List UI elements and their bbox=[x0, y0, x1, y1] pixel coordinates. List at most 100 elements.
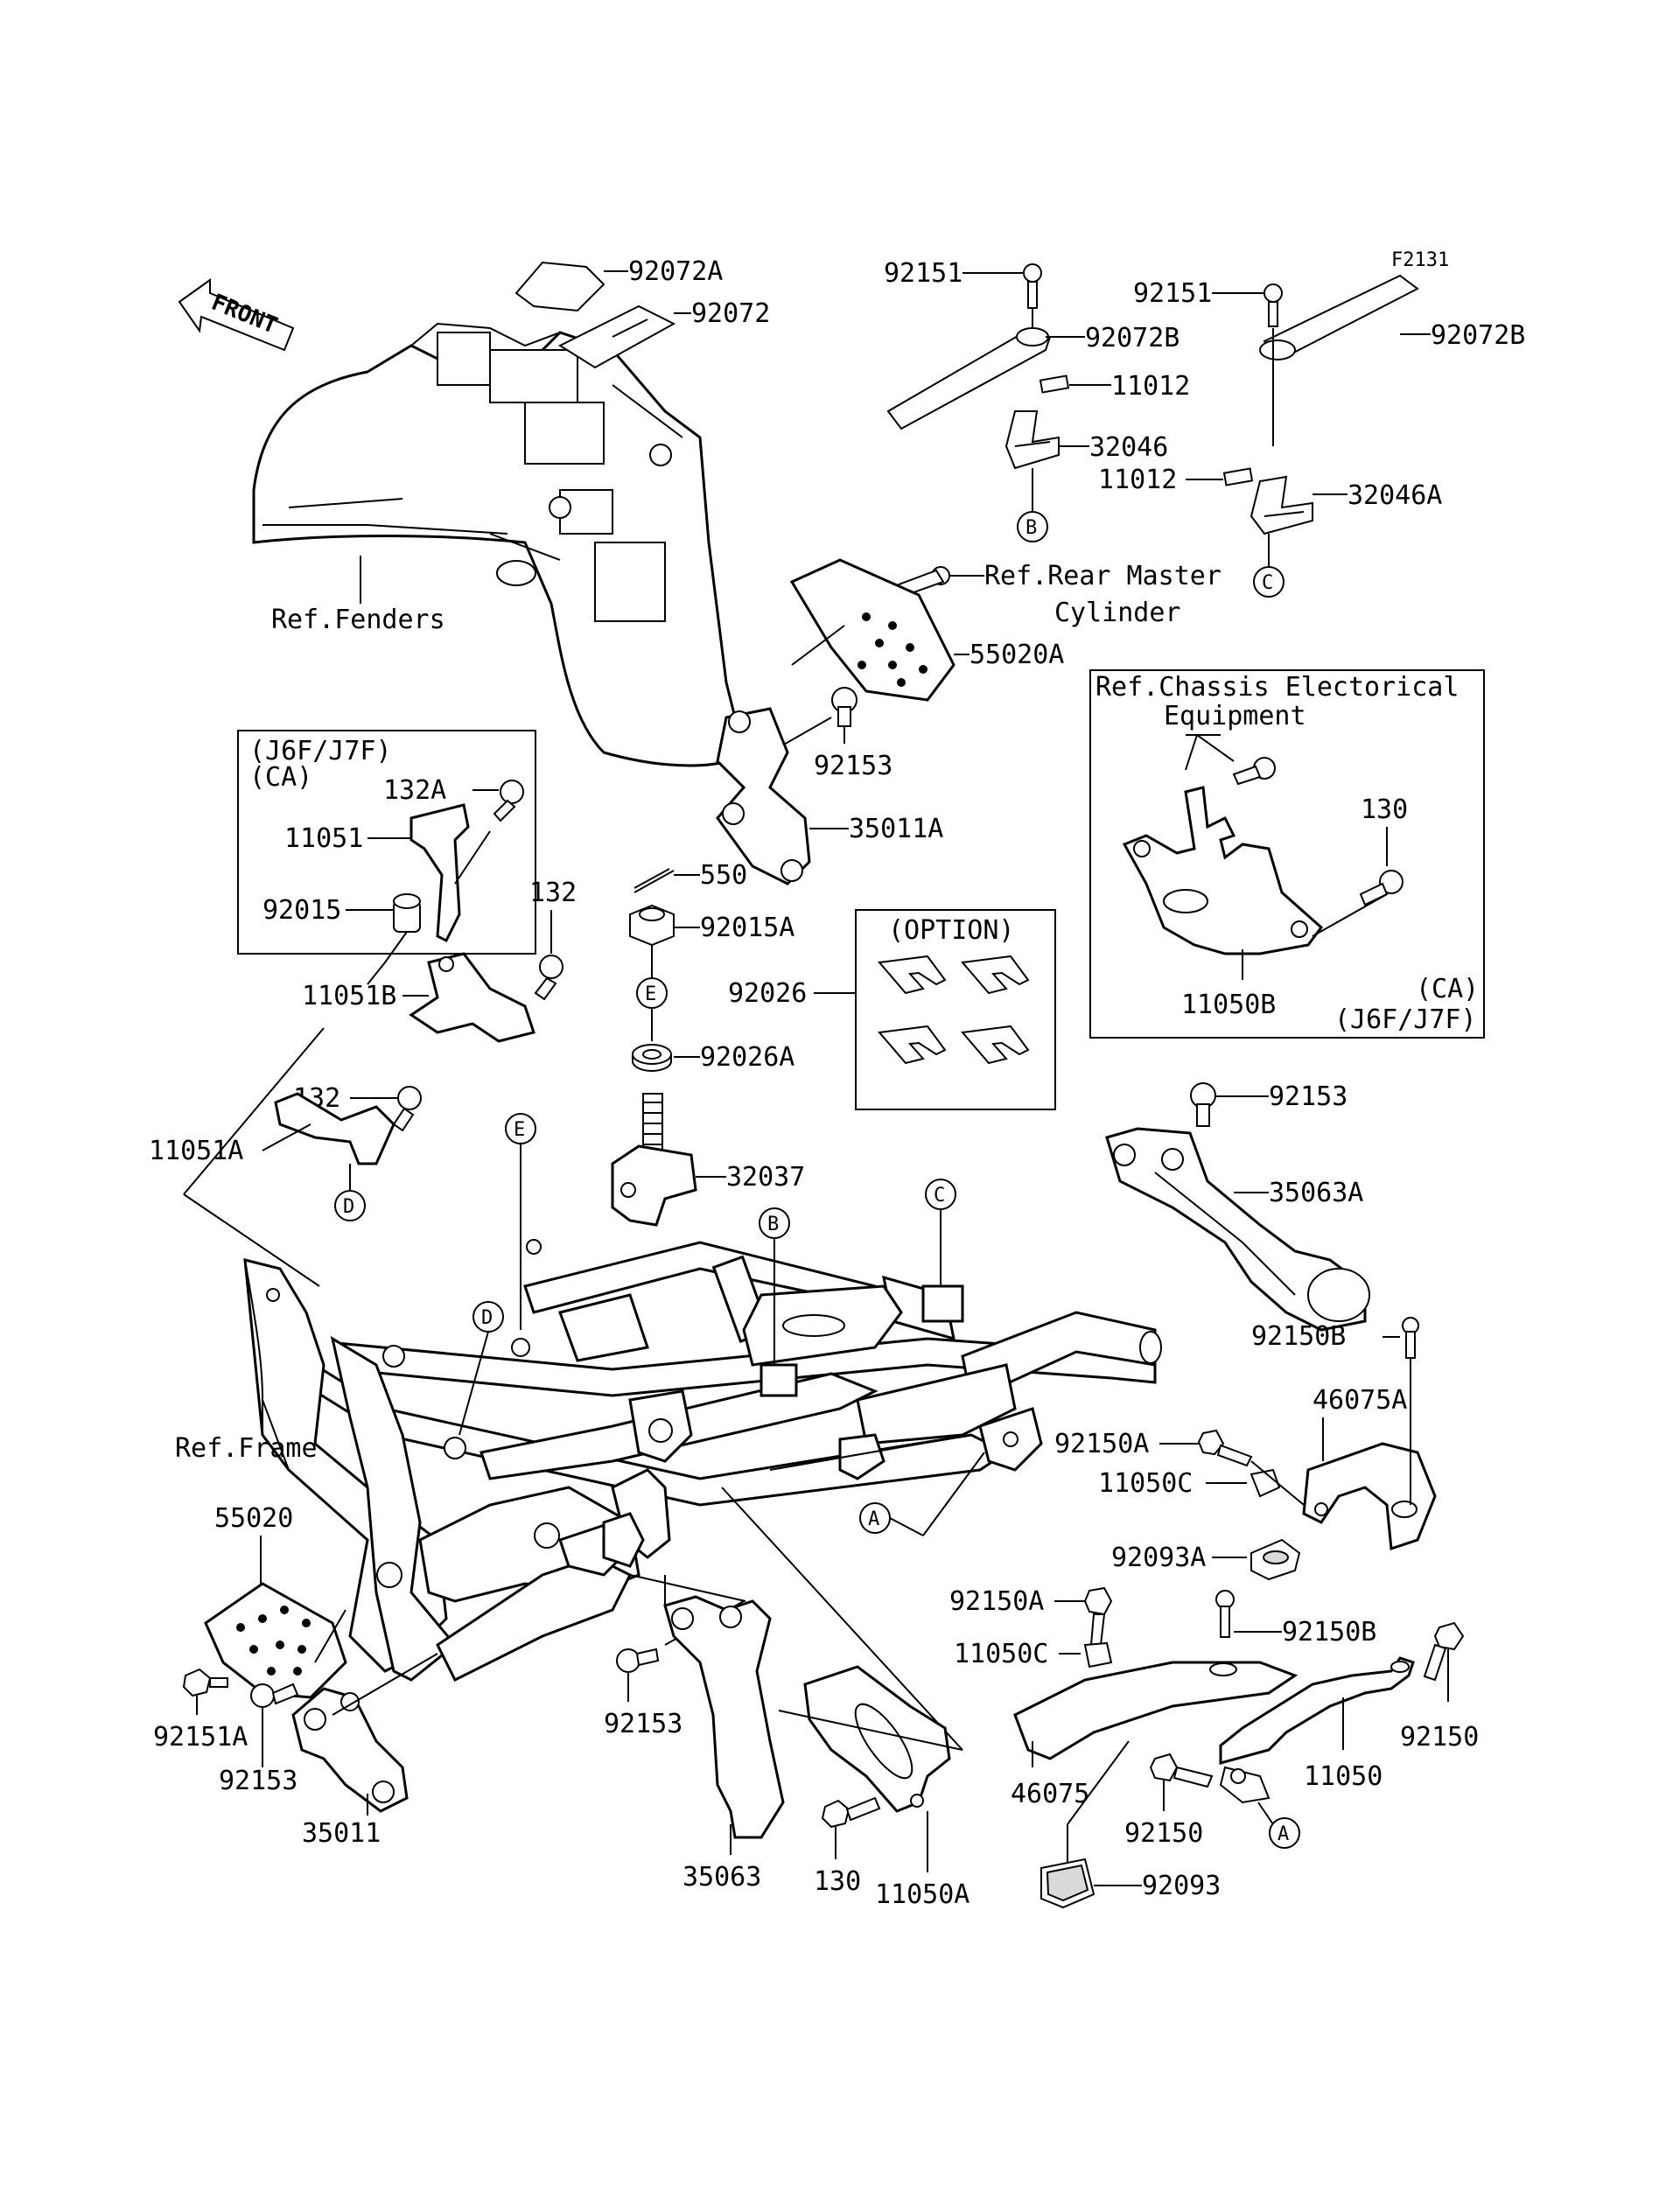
bolt-132-b bbox=[392, 1086, 422, 1132]
label-92150a-a: 92150A bbox=[1054, 1429, 1149, 1459]
bolt-92150b-b bbox=[1215, 1590, 1235, 1638]
grommet-92093 bbox=[1040, 1858, 1096, 1909]
hanger-46075a bbox=[1302, 1442, 1437, 1551]
hanger-46075 bbox=[1013, 1661, 1298, 1760]
label-11050c-b: 11050C bbox=[954, 1639, 1048, 1669]
label-92150b-b: 92150B bbox=[1282, 1617, 1376, 1648]
svg-text:E: E bbox=[645, 983, 656, 1005]
label-46075: 46075 bbox=[1011, 1779, 1089, 1809]
marker-d-frame: D bbox=[472, 1301, 504, 1333]
label-92015a: 92015A bbox=[700, 913, 794, 943]
label-32037: 32037 bbox=[726, 1162, 805, 1193]
label-11050: 11050 bbox=[1304, 1761, 1382, 1792]
label-92026: 92026 bbox=[728, 978, 807, 1009]
bolt-130-b bbox=[821, 1796, 881, 1829]
pin-11012-left bbox=[1039, 374, 1070, 394]
bracket-35063 bbox=[663, 1595, 785, 1839]
ref-rear-master-1: Ref.Rear Master bbox=[984, 561, 1222, 591]
label-11051b: 11051B bbox=[302, 981, 396, 1011]
bolt-132-a bbox=[534, 955, 564, 1001]
ref-fenders-label: Ref.Fenders bbox=[271, 605, 445, 635]
marker-e-center: E bbox=[636, 977, 668, 1009]
svg-text:A: A bbox=[1278, 1823, 1289, 1845]
label-92026a: 92026A bbox=[700, 1042, 794, 1073]
grommet-92093a bbox=[1250, 1538, 1301, 1581]
bolt-132a bbox=[493, 780, 524, 822]
bolt-92151a bbox=[182, 1668, 228, 1697]
bolt-92153-a bbox=[831, 687, 858, 727]
label-92093a: 92093A bbox=[1111, 1543, 1206, 1573]
bracket-35011 bbox=[291, 1687, 409, 1813]
ref-chassis-2: Equipment bbox=[1164, 701, 1306, 731]
label-11050b: 11050B bbox=[1181, 990, 1276, 1020]
plate-55020 bbox=[204, 1582, 347, 1699]
shims-92026 bbox=[878, 955, 1030, 1065]
box-j6f-line1: (J6F/J7F) bbox=[249, 736, 392, 766]
label-32046: 32046 bbox=[1089, 432, 1168, 463]
bolt-92151-left bbox=[1023, 263, 1042, 309]
bolt-92151-right bbox=[1264, 283, 1283, 327]
label-92072b-right: 92072B bbox=[1431, 320, 1525, 351]
box-j6f-j7f-ca bbox=[237, 730, 536, 955]
marker-c-top: C bbox=[1253, 566, 1284, 598]
label-132-a: 132 bbox=[529, 878, 577, 908]
pad-92072a bbox=[514, 261, 606, 312]
label-92072b-left: 92072B bbox=[1085, 323, 1180, 353]
label-55020: 55020 bbox=[214, 1503, 293, 1534]
bracket-11051b bbox=[409, 952, 536, 1043]
bracket-11051a bbox=[274, 1092, 396, 1165]
svg-text:C: C bbox=[1262, 572, 1273, 594]
label-550: 550 bbox=[700, 860, 747, 891]
plate-55020a bbox=[789, 558, 956, 702]
band-92072b-right bbox=[1259, 274, 1419, 360]
bolt-92153-b bbox=[1190, 1082, 1216, 1127]
label-92151a: 92151A bbox=[153, 1722, 248, 1753]
bracket-11050b bbox=[1122, 786, 1324, 955]
label-92153-b: 92153 bbox=[1269, 1081, 1348, 1112]
label-11050c-a: 11050C bbox=[1098, 1468, 1193, 1499]
bracket-32046a bbox=[1250, 475, 1313, 535]
label-11050a: 11050A bbox=[875, 1879, 970, 1910]
label-11012-right: 11012 bbox=[1098, 465, 1177, 495]
label-92093: 92093 bbox=[1142, 1871, 1221, 1901]
pin-11012-right bbox=[1222, 467, 1254, 486]
label-92072: 92072 bbox=[691, 298, 770, 329]
svg-text:D: D bbox=[343, 1196, 354, 1218]
front-arrow-icon: FRONT bbox=[178, 278, 295, 352]
label-92153-a: 92153 bbox=[814, 751, 892, 781]
bolt-92150a-a bbox=[1197, 1429, 1253, 1467]
bushing-92015 bbox=[393, 893, 421, 933]
svg-text:E: E bbox=[514, 1119, 525, 1141]
label-92153-c: 92153 bbox=[219, 1766, 298, 1796]
label-11012-left: 11012 bbox=[1111, 371, 1190, 402]
marker-a-lower: A bbox=[1269, 1817, 1300, 1849]
figure-code: F2131 bbox=[1391, 249, 1449, 271]
label-35011a: 35011A bbox=[849, 814, 943, 844]
label-92072a: 92072A bbox=[628, 256, 723, 287]
mount-32037 bbox=[611, 1093, 697, 1227]
label-92150-b: 92150 bbox=[1400, 1722, 1479, 1753]
label-35063: 35063 bbox=[682, 1862, 761, 1893]
label-92150a-b: 92150A bbox=[949, 1586, 1044, 1617]
collar-11050c-a bbox=[1250, 1468, 1281, 1498]
marker-c-frame: C bbox=[925, 1179, 956, 1210]
pin-550 bbox=[634, 868, 675, 893]
label-92153-d: 92153 bbox=[604, 1709, 682, 1739]
marker-d-left: D bbox=[334, 1190, 366, 1221]
label-92015: 92015 bbox=[262, 895, 341, 926]
label-32046a: 32046A bbox=[1348, 480, 1442, 511]
label-46075a: 46075A bbox=[1312, 1385, 1407, 1416]
label-35063a: 35063A bbox=[1269, 1178, 1363, 1208]
bolt-92153-d bbox=[616, 1648, 660, 1673]
ref-chassis-1: Ref.Chassis Electorical bbox=[1096, 672, 1459, 703]
bolt-130-a bbox=[1359, 870, 1404, 906]
ref-frame-label: Ref.Frame bbox=[175, 1433, 318, 1464]
label-130-a: 130 bbox=[1361, 794, 1408, 825]
box-j6f-br-label: (J6F/J7F) bbox=[1334, 1004, 1477, 1035]
bracket-35063a bbox=[1105, 1127, 1370, 1332]
label-35011: 35011 bbox=[302, 1818, 381, 1849]
svg-text:D: D bbox=[481, 1307, 493, 1329]
bolt-92150-left bbox=[1149, 1753, 1214, 1788]
box-ca-label: (CA) bbox=[1416, 974, 1479, 1004]
bracket-32046 bbox=[1004, 410, 1060, 470]
